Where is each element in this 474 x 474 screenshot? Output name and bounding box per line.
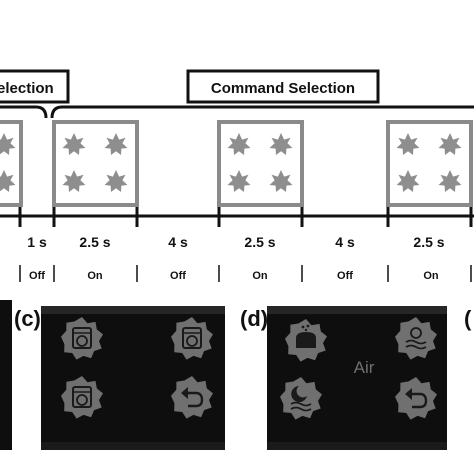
stimulus-frame-partial — [0, 120, 23, 207]
timeline — [0, 207, 474, 227]
state-label: On — [423, 270, 439, 282]
selection-label: election — [0, 80, 54, 97]
duration-label: 4 s — [168, 234, 188, 250]
duration-label: 2.5 s — [79, 234, 110, 250]
state-label: On — [87, 270, 103, 282]
washing-machine-icon — [61, 317, 103, 360]
stimulus-frame-2 — [217, 120, 304, 207]
wind-icon — [395, 317, 437, 360]
state-label: Off — [29, 270, 45, 282]
panel-c-letter: (c) — [14, 306, 41, 331]
selection-label-box: election — [0, 69, 70, 104]
moon-wind-icon — [280, 377, 322, 420]
panel-e-letter: ( — [464, 306, 472, 331]
state-labels: Off On Off On Off On — [29, 270, 439, 282]
state-label: Off — [170, 270, 186, 282]
dryer-icon — [285, 319, 327, 362]
stimulus-frame-3 — [386, 120, 473, 207]
panel-d-air-label: Air — [354, 358, 375, 377]
duration-label: 4 s — [335, 234, 355, 250]
return-arrow-icon — [395, 377, 437, 420]
washing-machine-icon — [61, 376, 103, 419]
command-selection-bracket — [50, 105, 474, 119]
return-arrow-icon — [171, 376, 213, 419]
panel-d: Air — [267, 306, 447, 450]
command-selection-label-box: Command Selection — [186, 69, 380, 104]
state-dividers — [19, 265, 472, 282]
stimulus-frame-1 — [52, 120, 139, 207]
panel-d-letter: (d) — [240, 306, 268, 331]
selection-bracket — [0, 105, 48, 119]
duration-label: 2.5 s — [413, 234, 444, 250]
command-selection-label: Command Selection — [211, 80, 355, 97]
state-label: Off — [337, 270, 353, 282]
state-label: On — [252, 270, 268, 282]
panel-b-partial — [0, 300, 12, 450]
panel-c — [41, 306, 225, 450]
duration-label: 2.5 s — [244, 234, 275, 250]
washing-machine-icon — [171, 317, 213, 360]
duration-labels: 1 s 2.5 s 4 s 2.5 s 4 s 2.5 s — [27, 234, 445, 250]
duration-label: 1 s — [27, 234, 47, 250]
